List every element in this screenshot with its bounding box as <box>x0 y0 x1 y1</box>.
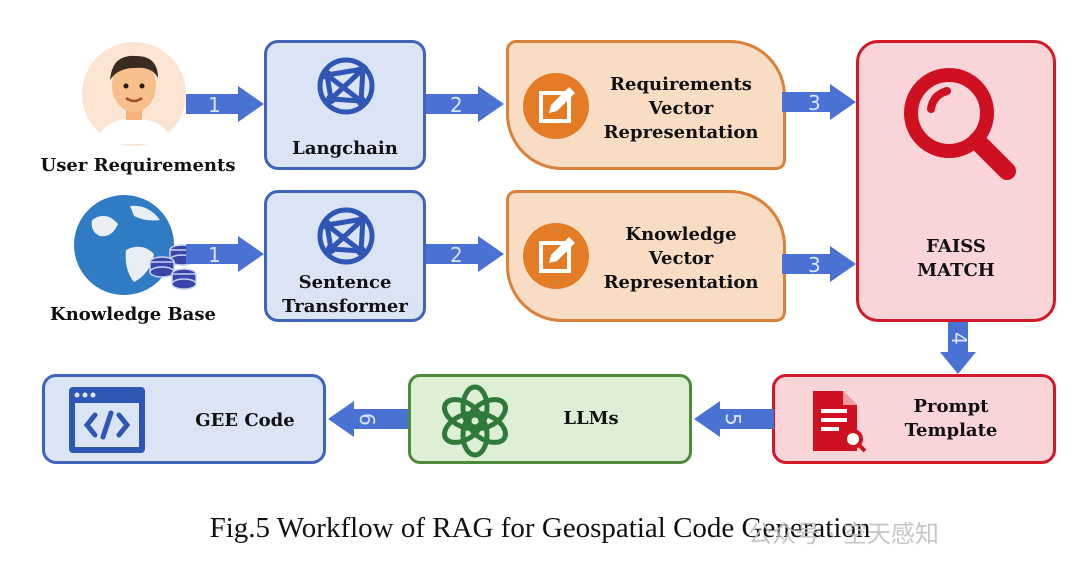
document-search-icon <box>813 391 867 453</box>
sentence-transformer-label: Sentence Transformer <box>282 272 408 317</box>
edit-pencil-icon-bg <box>523 223 589 289</box>
network-globe-icon <box>317 207 375 265</box>
step-number: 1 <box>208 93 221 117</box>
openai-knot-icon <box>442 384 508 458</box>
watermark: 公众号 · 空天感知 <box>748 520 939 548</box>
step-number: 4 <box>947 332 971 345</box>
langchain-node: Langchain <box>264 40 426 170</box>
faiss-match-label: FAISS MATCH <box>917 236 995 281</box>
sentence-transformer-node: Sentence Transformer <box>264 190 426 322</box>
step-number: 3 <box>808 253 821 277</box>
faiss-match-node: FAISS MATCH <box>856 40 1056 322</box>
requirements-vector-node: Requirements Vector Representation <box>506 40 786 170</box>
person-avatar-icon <box>82 42 186 146</box>
arrow-step-3a: 3 <box>782 84 856 120</box>
knowledge-base-image <box>72 190 202 300</box>
arrow-step-1a: 1 <box>186 86 264 122</box>
globe-database-icon <box>74 195 197 295</box>
gee-code-node: GEE Code <box>42 374 326 464</box>
edit-pencil-icon <box>539 87 575 123</box>
arrow-step-3b: 3 <box>782 246 856 282</box>
prompt-template-node: Prompt Template <box>772 374 1056 464</box>
arrow-step-6: 6 <box>328 401 408 437</box>
user-avatar <box>82 40 186 148</box>
network-globe-icon <box>317 57 375 115</box>
step-number: 1 <box>208 243 221 267</box>
arrow-step-5: 5 <box>694 401 774 437</box>
step-number: 2 <box>450 243 463 267</box>
code-window-icon <box>69 387 145 453</box>
knowledge-vector-node: Knowledge Vector Representation <box>506 190 786 322</box>
step-number: 6 <box>355 413 379 426</box>
arrow-step-1b: 1 <box>186 236 264 272</box>
langchain-label: Langchain <box>292 138 398 159</box>
prompt-template-label: Prompt Template <box>904 396 998 441</box>
edit-pencil-icon-bg <box>523 73 589 139</box>
arrow-step-2b: 2 <box>426 236 504 272</box>
edit-pencil-icon <box>539 237 575 273</box>
knowledge-vector-label: Knowledge Vector Representation <box>603 224 759 293</box>
arrow-step-2a: 2 <box>426 86 504 122</box>
llms-label: LLMs <box>563 408 619 429</box>
user-requirements-label: User Requirements <box>40 155 236 176</box>
requirements-vector-label: Requirements Vector Representation <box>603 74 759 143</box>
step-number: 2 <box>450 93 463 117</box>
step-number: 5 <box>721 413 745 426</box>
magnifier-icon <box>904 68 1016 180</box>
knowledge-base-label: Knowledge Base <box>50 304 216 325</box>
figure-caption: Fig.5 Workflow of RAG for Geospatial Cod… <box>209 512 871 544</box>
arrow-step-4: 4 <box>940 322 976 374</box>
step-number: 3 <box>808 91 821 115</box>
gee-code-label: GEE Code <box>195 410 295 431</box>
llms-node: LLMs <box>408 374 692 464</box>
